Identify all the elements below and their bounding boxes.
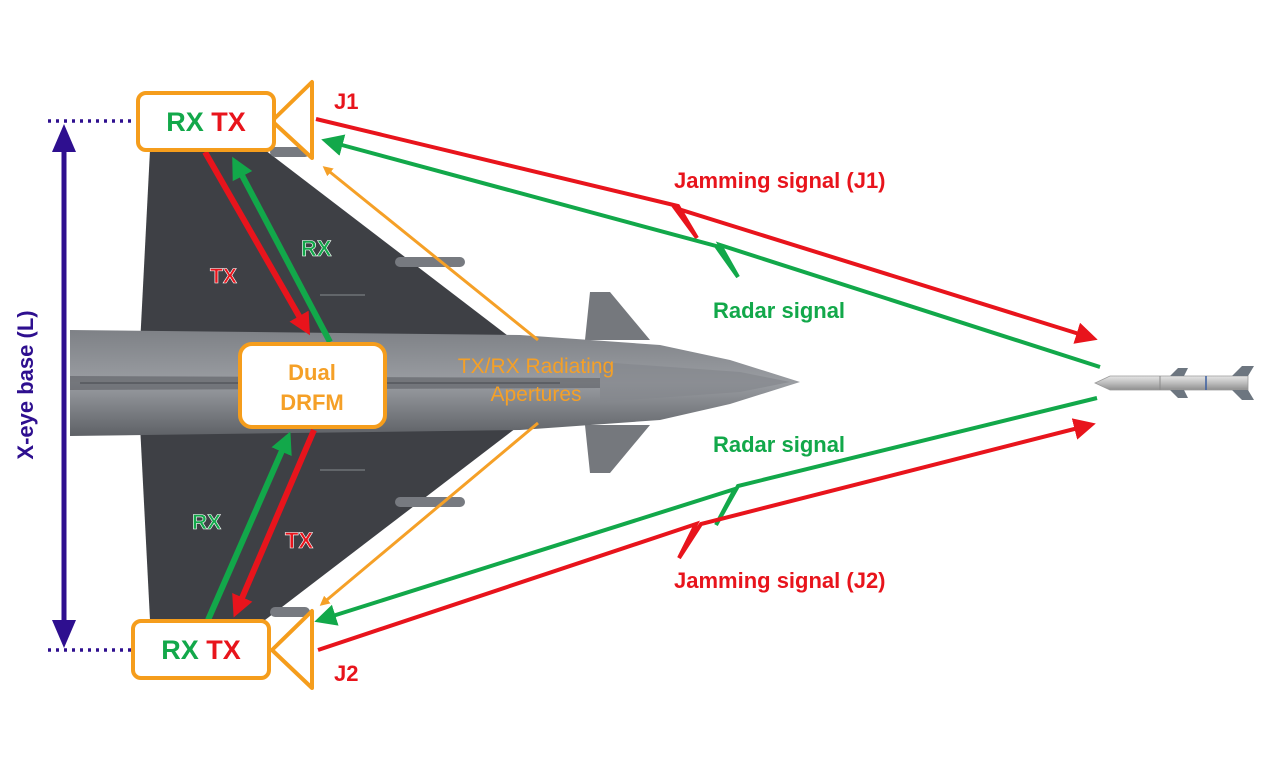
jet-aircraft-icon [70,147,800,620]
baseline-arrow-top [52,124,76,152]
antenna-horn-icon [270,80,314,160]
radar-signal-top-line [321,134,1101,369]
aperture-lines [319,166,539,606]
bottom-module-rx: RX [161,635,199,665]
bottom-rx-tx-module: RX TX [131,619,271,680]
jamming-signal-top-line [315,117,1098,344]
baseline-arrow-bottom [52,620,76,648]
baseline-indicator: X-eye base (L) [13,119,140,652]
jamming-signal-top-label: Jamming signal (J1) [674,168,886,193]
inner-signal-arrows [202,150,333,622]
baseline-label: X-eye base (L) [13,310,38,459]
top-tx-label: TX [210,265,237,288]
svg-text:RX TX: RX TX [166,107,246,137]
top-module-rx: RX [166,107,204,137]
bottom-rx-label: RX [192,511,221,534]
bottom-rx-arrow [205,431,292,622]
radar-signal-bottom-label: Radar signal [713,432,845,457]
apertures-line1: TX/RX Radiating [458,355,614,378]
top-tx-arrow [202,150,310,336]
radar-signal-top-label: Radar signal [713,298,845,323]
apertures-line2: Apertures [490,383,581,406]
bottom-canard [585,425,650,473]
top-rx-label: RX [301,236,332,261]
svg-text:RX TX: RX TX [161,635,241,665]
bottom-module-tx: TX [206,635,241,665]
bottom-wing [140,425,520,620]
bottom-tx-label: TX [285,528,313,553]
drfm-line1: Dual [288,360,336,385]
top-canard [585,292,650,340]
bottom-tx-arrow [232,428,317,618]
jamming-signal-bottom-label: Jamming signal (J2) [674,568,886,593]
top-module-tx: TX [211,107,246,137]
missile-icon [1094,366,1254,400]
antenna-horn-icon [270,609,314,690]
jamming-signal-bottom-line [317,418,1096,652]
j1-label: J1 [334,89,358,114]
j2-label: J2 [334,661,358,686]
dual-drfm-box: Dual DRFM [238,342,387,429]
top-rx-arrow [232,156,333,344]
long-signal-lines [314,117,1101,652]
top-rx-tx-module: RX TX [136,91,276,152]
radar-signal-bottom-line [314,396,1098,626]
drfm-line2: DRFM [280,390,344,415]
